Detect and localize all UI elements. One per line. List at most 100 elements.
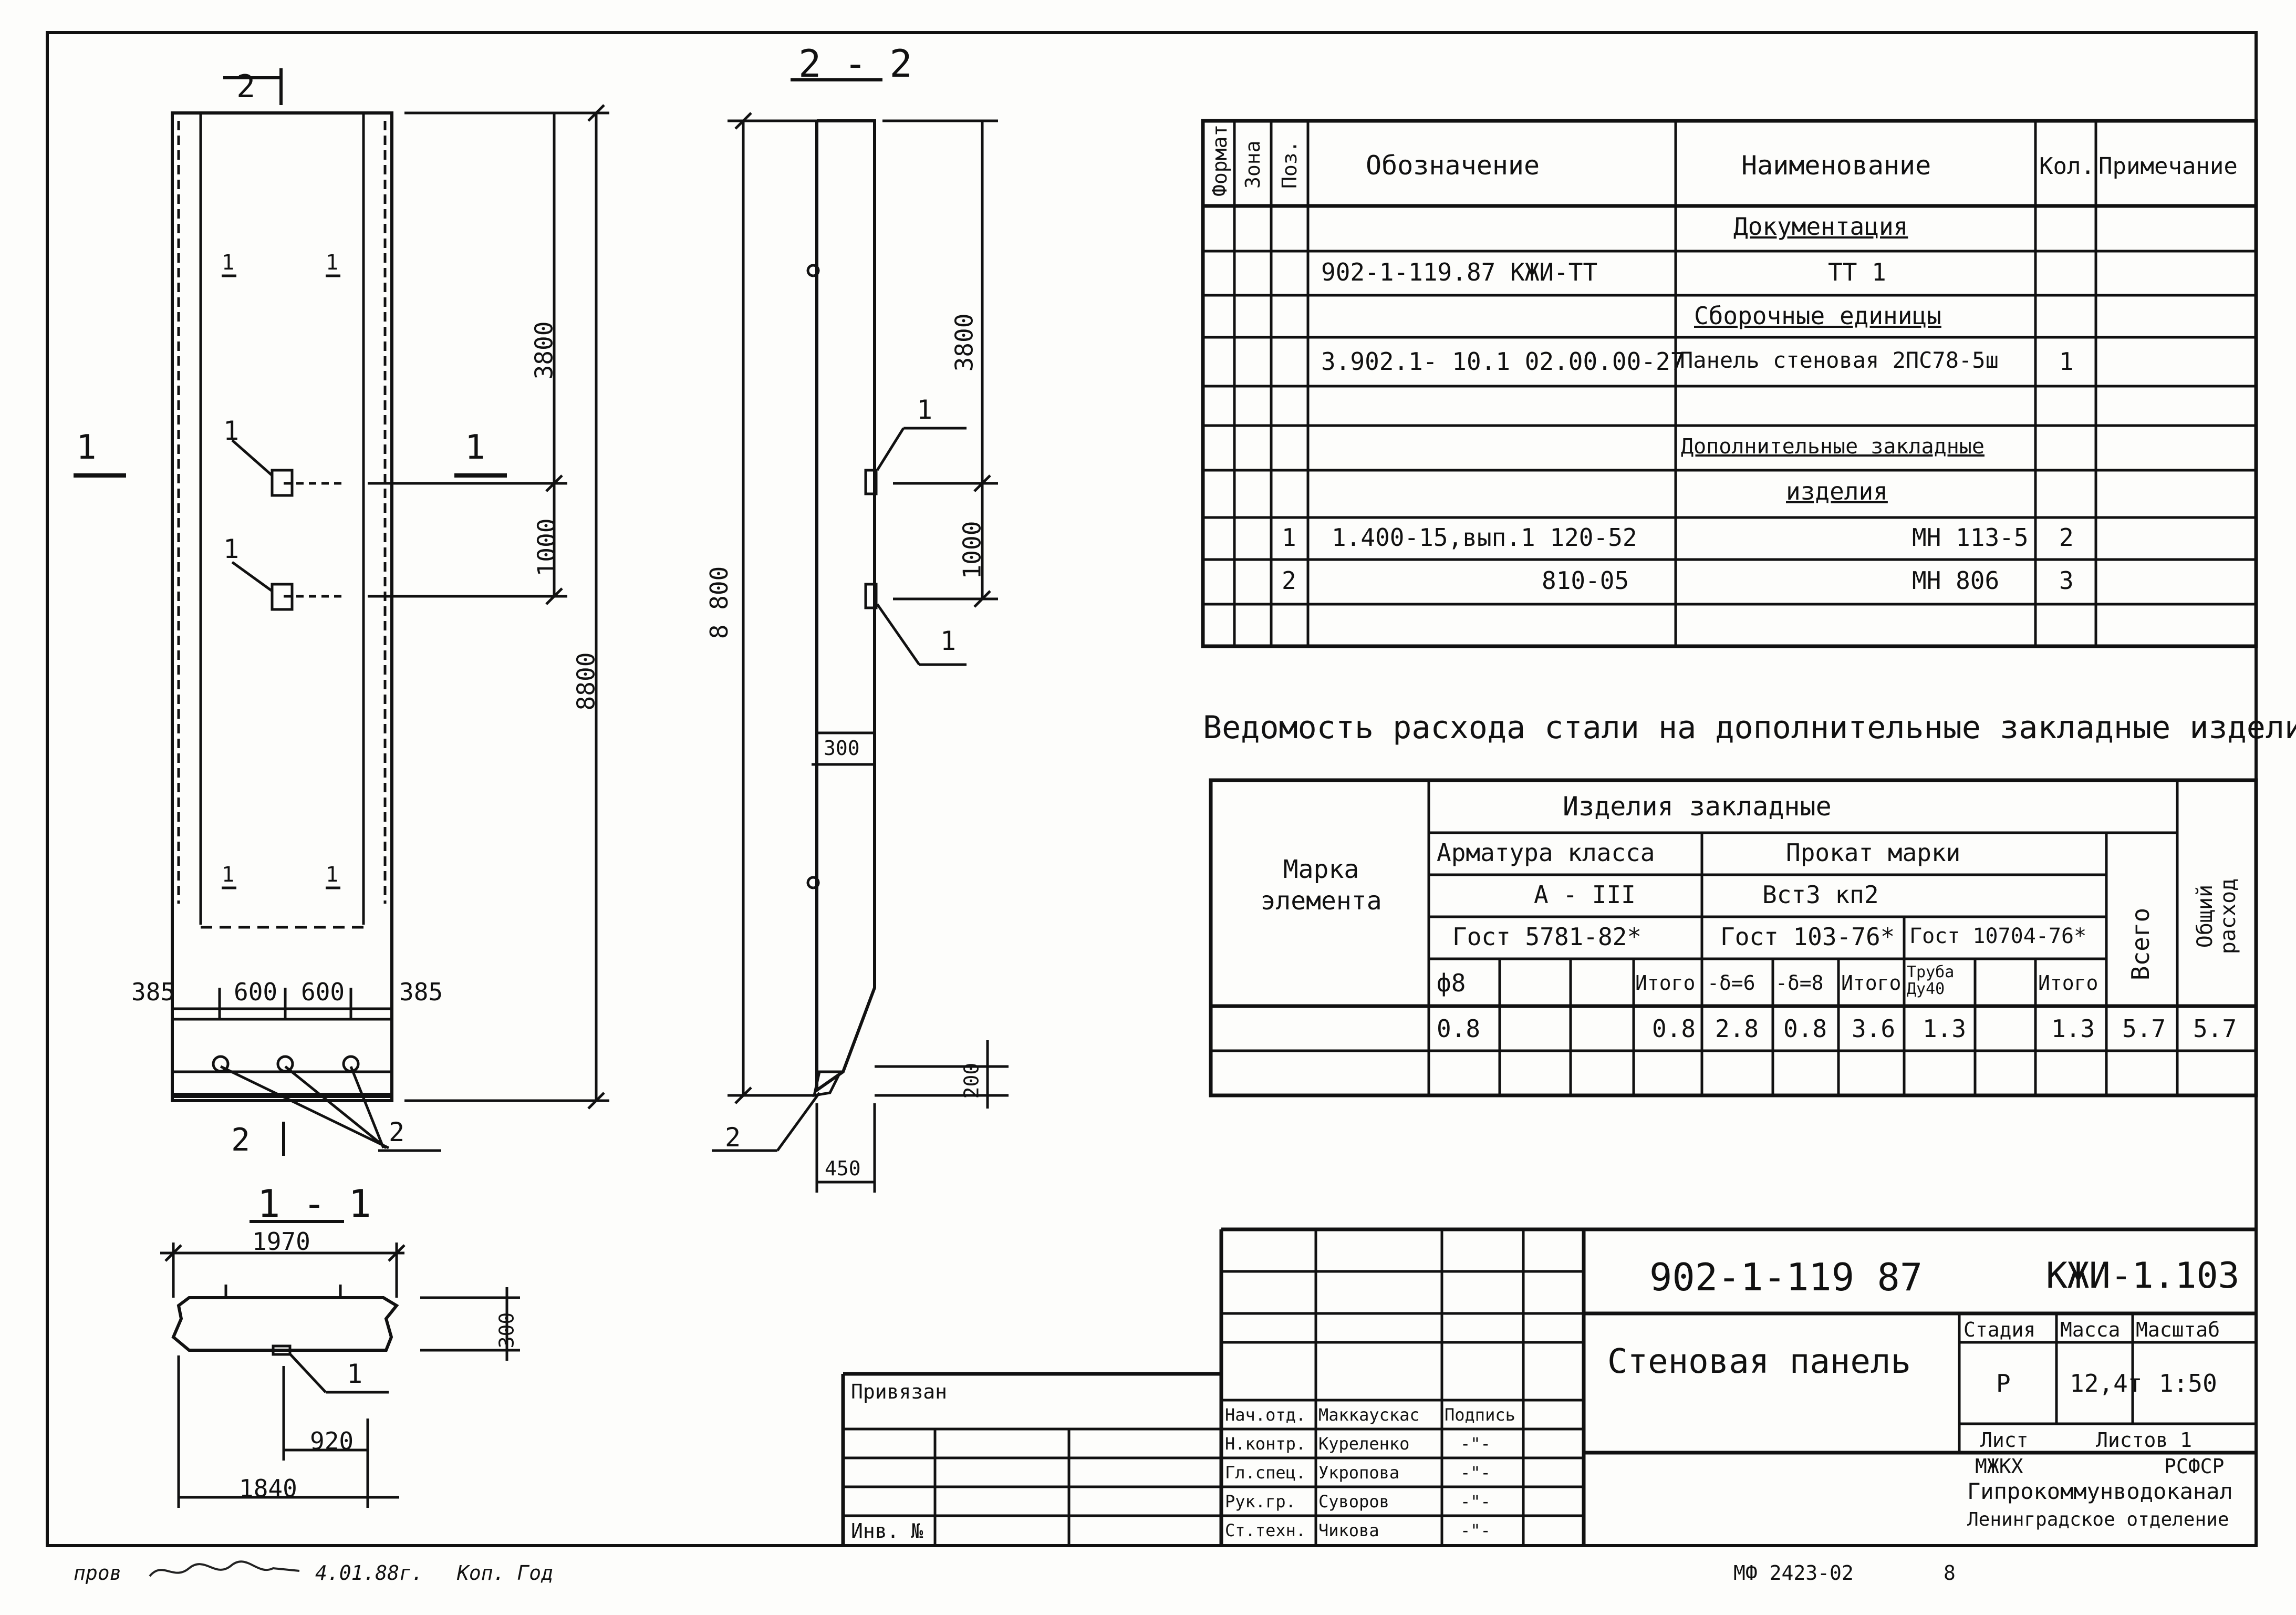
- steel-rebar-gost: Гост 5781-82*: [1452, 923, 1642, 951]
- spec-row-6-name: Дополнительные закладные: [1681, 434, 1985, 459]
- cut-mark-bottom: 2: [231, 1122, 251, 1158]
- s11-dim-1840: 1840: [239, 1474, 297, 1503]
- sheets-label: Листов 1: [2096, 1428, 2193, 1452]
- spec-row-9-name: МН 806: [1912, 566, 2000, 595]
- sheet-frame: [46, 31, 2258, 1547]
- spec-header-format: Формат: [1208, 124, 1231, 196]
- mass-value: 12,4т: [2070, 1369, 2143, 1397]
- s11-dim-1970: 1970: [252, 1227, 310, 1256]
- footer-check: пров: [74, 1561, 122, 1585]
- spec-row-8-qty: 2: [2059, 523, 2074, 552]
- fraction-bottom-right: 1: [326, 863, 339, 887]
- sign-name-4: Суворов: [1318, 1492, 1389, 1512]
- section-2-2-title: 2 - 2: [798, 42, 912, 86]
- steel-col-itogo1: Итого: [1635, 971, 1696, 995]
- steel-col-tube: Труба Ду40: [1907, 963, 1955, 998]
- spec-header-pos: Поз.: [1278, 140, 1301, 189]
- drawing-title: Стеновая панель: [1607, 1342, 1911, 1381]
- stage-value: Р: [1996, 1369, 2011, 1397]
- handwritten-signature: [149, 1560, 300, 1577]
- steel-mark-header: Марка элемента: [1260, 855, 1382, 916]
- org-line1-left: МЖКХ: [1975, 1455, 2023, 1478]
- spec-row-8-name: МН 113-5: [1912, 523, 2029, 552]
- s22-dim-8800: 8 800: [705, 566, 734, 639]
- s22-leader-1a: 1: [917, 395, 933, 425]
- spec-row-9-qty: 3: [2059, 566, 2074, 595]
- section-mark-right: 1: [465, 428, 485, 467]
- section-1-1: [160, 1220, 520, 1508]
- steel-rebar-class: Арматура класса: [1437, 838, 1655, 867]
- s11-leader-1: 1: [347, 1359, 363, 1389]
- steel-val-itogo1: 0.8: [1652, 1014, 1696, 1043]
- inv-label: Инв. №: [851, 1519, 923, 1542]
- section-mark-left: 1: [76, 428, 97, 467]
- dim-8800: 8800: [572, 652, 600, 711]
- spec-header-note: Примечание: [2098, 153, 2238, 180]
- doc-code: 902-1-119 87: [1649, 1255, 1923, 1299]
- cut-mark-top: 2: [236, 68, 256, 105]
- sign-sign-4: -"-: [1460, 1492, 1491, 1512]
- steel-val-phi8: 0.8: [1437, 1014, 1481, 1043]
- sign-name-3: Укропова: [1318, 1463, 1400, 1483]
- spec-header-zone: Зона: [1241, 140, 1264, 189]
- spec-header-designation: Обозначение: [1366, 150, 1540, 181]
- steel-val-total: 5.7: [2122, 1014, 2166, 1043]
- s22-dim-3800: 3800: [950, 313, 979, 372]
- leader-2-label: 2: [389, 1117, 405, 1147]
- sign-name-1: Маккаускас: [1318, 1405, 1420, 1425]
- steel-val-itogo2: 3.6: [1852, 1014, 1896, 1043]
- sign-name-5: Чикова: [1318, 1520, 1379, 1540]
- spec-row-4-qty: 1: [2059, 347, 2074, 376]
- s22-leader-1b: 1: [940, 626, 957, 656]
- s22-dim-200: 200: [960, 1062, 983, 1099]
- dim-385-right: 385: [399, 978, 443, 1006]
- steel-val-itogo3: 1.3: [2051, 1014, 2095, 1043]
- dim-600-a: 600: [234, 978, 278, 1006]
- steel-col-itogo3: Итого: [2038, 971, 2098, 995]
- panel-elevation: [74, 68, 609, 1156]
- spec-header-name: Наименование: [1741, 150, 1931, 181]
- s22-leader-2: 2: [725, 1122, 741, 1153]
- scale-value: 1:50: [2159, 1369, 2217, 1397]
- sheet-code: КЖИ-1.103: [2046, 1255, 2240, 1297]
- spec-header-qty: Кол.: [2039, 153, 2095, 180]
- s22-dim-300: 300: [824, 737, 860, 760]
- spec-row-8-pos: 1: [1282, 523, 1296, 552]
- scale-label: Масштаб: [2136, 1318, 2220, 1341]
- mass-label: Масса: [2060, 1318, 2121, 1341]
- dim-600-b: 600: [301, 978, 345, 1006]
- spec-row-9-pos: 2: [1282, 566, 1296, 595]
- steel-rebar-grade: А - III: [1534, 881, 1636, 909]
- dim-1000: 1000: [532, 518, 561, 577]
- fraction-top-left: 1: [222, 251, 235, 275]
- spec-table-grid: [1201, 119, 2258, 648]
- spec-row-1-name: Документация: [1733, 212, 1908, 241]
- steel-rolled-grade: Вст3 кп2: [1762, 881, 1879, 909]
- section-2-2: [712, 78, 1009, 1193]
- sign-name-2: Куреленко: [1318, 1434, 1410, 1454]
- steel-val-tube: 1.3: [1923, 1014, 1967, 1043]
- spec-row-9-designation: 810-05: [1542, 566, 1629, 595]
- spec-row-8-designation: 1.400-15,вып.1 120-52: [1332, 523, 1637, 552]
- steel-col-itogo2: Итого: [1841, 971, 1902, 995]
- s22-dim-450: 450: [825, 1157, 861, 1180]
- s11-dim-300: 300: [495, 1312, 518, 1349]
- stage-label: Стадия: [1963, 1318, 2036, 1341]
- footer-plate: МФ 2423-02: [1733, 1561, 1854, 1585]
- dim-3800: 3800: [529, 321, 558, 380]
- sign-role-3: Гл.спец.: [1225, 1463, 1306, 1483]
- steel-title: Ведомость расхода стали на дополнительны…: [1203, 709, 2296, 746]
- sign-role-1: Нач.отд.: [1225, 1405, 1306, 1425]
- steel-gost-a: Гост 103-76*: [1720, 923, 1895, 951]
- spec-row-3-name: Сборочные единицы: [1694, 302, 1941, 330]
- spec-row-4-designation: 3.902.1- 10.1 02.00.00-27: [1321, 347, 1685, 376]
- steel-col-d6: -δ=6: [1707, 971, 1755, 995]
- fraction-bottom-left: 1: [222, 863, 235, 887]
- steel-overall-header: Общий расход: [2193, 878, 2240, 955]
- sign-role-5: Ст.техн.: [1225, 1520, 1306, 1540]
- tied-label: Привязан: [851, 1380, 948, 1403]
- sign-role-4: Рук.гр.: [1225, 1492, 1296, 1512]
- steel-gost-b: Гост 10704-76*: [1909, 924, 2087, 948]
